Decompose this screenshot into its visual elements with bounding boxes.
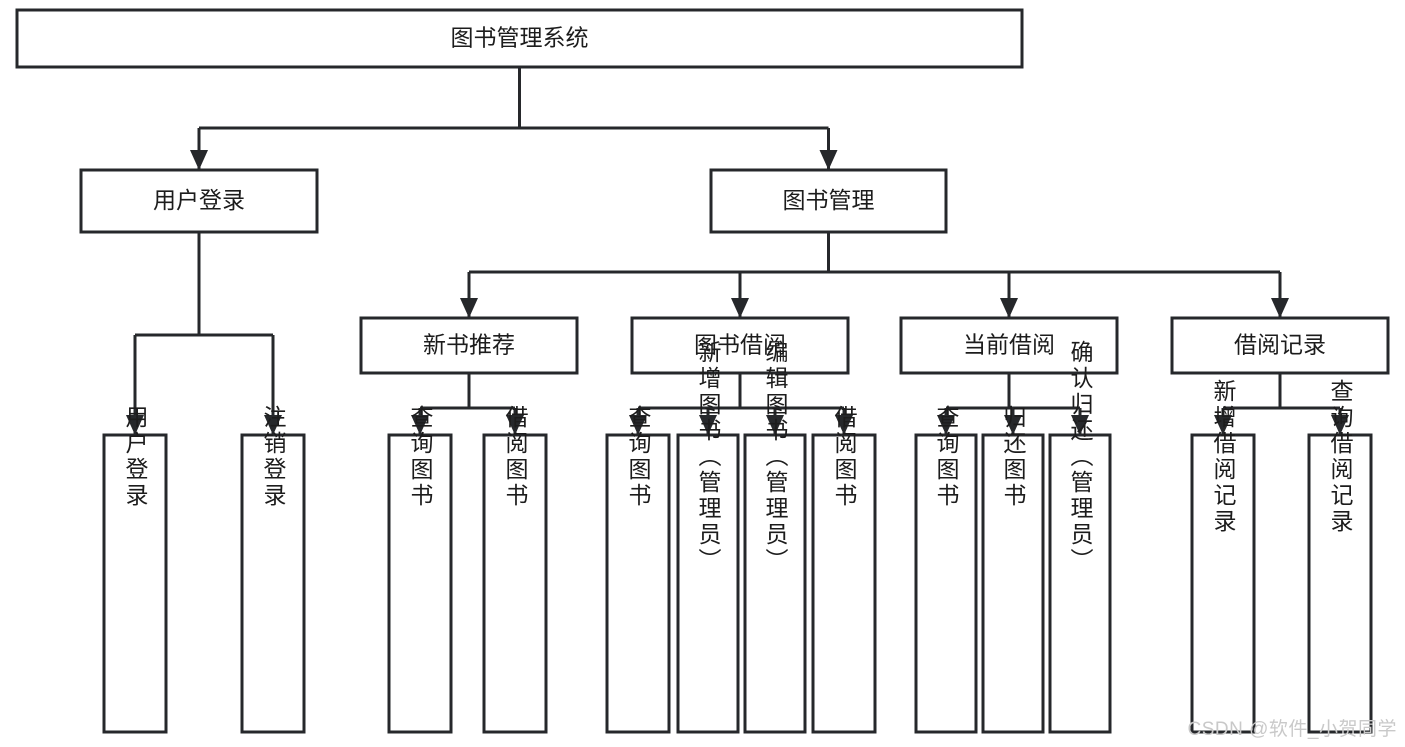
node-borrow-record[interactable]: 借阅记录 bbox=[1170, 316, 1390, 375]
node-label-current-borrow: 当前借阅 bbox=[963, 332, 1055, 358]
node-leaf-query-book-current[interactable]: 查询图书 bbox=[914, 405, 978, 734]
node-label-leaf-logout-login: 注销登录 bbox=[260, 405, 287, 509]
node-leaf-logout-login[interactable]: 注销登录 bbox=[240, 405, 306, 734]
node-box-leaf-query-book-recommend bbox=[387, 433, 453, 734]
node-root[interactable]: 图书管理系统 bbox=[15, 8, 1024, 69]
connector-lines bbox=[126, 67, 1349, 435]
node-box-leaf-return-book bbox=[981, 433, 1045, 734]
node-label-leaf-query-borrow-record: 查询借阅记录 bbox=[1327, 379, 1354, 535]
node-leaf-edit-book-admin[interactable]: 编辑图书（管理员） bbox=[743, 340, 807, 734]
node-label-borrow-record: 借阅记录 bbox=[1234, 332, 1326, 358]
node-new-book-recommend[interactable]: 新书推荐 bbox=[359, 316, 579, 375]
node-label-leaf-confirm-return-admin: 确认归还（管理员） bbox=[1067, 340, 1094, 574]
node-leaf-user-login[interactable]: 用户登录 bbox=[102, 405, 168, 734]
arrow-head-icon-leaf-add-book-admin bbox=[699, 415, 717, 435]
node-leaf-confirm-return-admin[interactable]: 确认归还（管理员） bbox=[1048, 340, 1112, 734]
node-box-leaf-edit-book-admin bbox=[743, 433, 807, 734]
arrow-head-icon-leaf-confirm-return-admin bbox=[1071, 415, 1089, 435]
node-leaf-borrow-book-recommend[interactable]: 借阅图书 bbox=[482, 405, 548, 734]
node-label-user-login: 用户登录 bbox=[153, 187, 245, 213]
node-label-leaf-add-borrow-record: 新增借阅记录 bbox=[1210, 379, 1237, 535]
arrow-head-icon-user-login bbox=[190, 150, 208, 170]
node-label-root: 图书管理系统 bbox=[451, 25, 589, 51]
node-current-borrow[interactable]: 当前借阅 bbox=[899, 316, 1119, 375]
node-box-borrow-record bbox=[1170, 316, 1390, 375]
node-leaf-return-book[interactable]: 归还图书 bbox=[981, 405, 1045, 734]
node-leaf-add-borrow-record[interactable]: 新增借阅记录 bbox=[1190, 379, 1256, 734]
node-label-leaf-user-login: 用户登录 bbox=[122, 405, 149, 509]
node-label-book-borrow: 图书借阅 bbox=[694, 332, 786, 358]
arrow-head-icon-leaf-add-borrow-record bbox=[1214, 415, 1232, 435]
node-leaf-add-book-admin[interactable]: 新增图书（管理员） bbox=[676, 340, 740, 734]
arrow-head-icon-leaf-borrow-book-recommend bbox=[506, 415, 524, 435]
node-label-leaf-edit-book-admin: 编辑图书（管理员） bbox=[762, 340, 789, 574]
node-label-leaf-query-book-recommend: 查询图书 bbox=[407, 405, 434, 509]
node-boxes: 图书管理系统用户登录图书管理新书推荐图书借阅当前借阅借阅记录用户登录注销登录查询… bbox=[15, 8, 1390, 734]
arrow-head-icon-leaf-edit-book-admin bbox=[766, 415, 784, 435]
node-label-new-book-recommend: 新书推荐 bbox=[423, 332, 515, 358]
node-leaf-query-book-borrow[interactable]: 查询图书 bbox=[605, 405, 671, 734]
node-book-management[interactable]: 图书管理 bbox=[709, 168, 948, 234]
node-box-leaf-borrow-book bbox=[811, 433, 877, 734]
node-box-leaf-logout-login bbox=[240, 433, 306, 734]
arrow-head-icon-leaf-query-book-recommend bbox=[411, 415, 429, 435]
arrow-head-icon-leaf-query-book-borrow bbox=[629, 415, 647, 435]
node-leaf-query-borrow-record[interactable]: 查询借阅记录 bbox=[1307, 379, 1373, 734]
node-label-leaf-query-book-current: 查询图书 bbox=[933, 405, 960, 509]
node-box-leaf-confirm-return-admin bbox=[1048, 433, 1112, 734]
node-box-leaf-add-borrow-record bbox=[1190, 433, 1256, 734]
node-label-leaf-query-book-borrow: 查询图书 bbox=[625, 405, 652, 509]
node-box-leaf-user-login bbox=[102, 433, 168, 734]
node-label-leaf-add-book-admin: 新增图书（管理员） bbox=[695, 340, 722, 574]
node-box-current-borrow bbox=[899, 316, 1119, 375]
node-box-leaf-add-book-admin bbox=[676, 433, 740, 734]
node-label-book-management: 图书管理 bbox=[783, 187, 875, 213]
node-label-leaf-return-book: 归还图书 bbox=[1000, 405, 1027, 509]
node-box-leaf-query-book-borrow bbox=[605, 433, 671, 734]
arrow-head-icon-leaf-borrow-book bbox=[835, 415, 853, 435]
node-box-leaf-query-book-current bbox=[914, 433, 978, 734]
node-label-leaf-borrow-book: 借阅图书 bbox=[831, 405, 858, 509]
arrow-head-icon-new-book-recommend bbox=[460, 298, 478, 318]
arrow-head-icon-leaf-query-book-current bbox=[937, 415, 955, 435]
node-box-user-login bbox=[79, 168, 319, 234]
node-box-new-book-recommend bbox=[359, 316, 579, 375]
arrow-head-icon-book-borrow bbox=[731, 298, 749, 318]
arrow-head-icon-leaf-return-book bbox=[1004, 415, 1022, 435]
arrow-head-icon-leaf-user-login bbox=[126, 415, 144, 435]
node-leaf-borrow-book[interactable]: 借阅图书 bbox=[811, 405, 877, 734]
node-label-leaf-borrow-book-recommend: 借阅图书 bbox=[502, 405, 529, 509]
node-book-borrow[interactable]: 图书借阅 bbox=[630, 316, 850, 375]
node-box-root bbox=[15, 8, 1024, 69]
arrow-head-icon-current-borrow bbox=[1000, 298, 1018, 318]
arrow-head-icon-book-management bbox=[819, 150, 838, 170]
node-box-leaf-borrow-book-recommend bbox=[482, 433, 548, 734]
node-box-leaf-query-borrow-record bbox=[1307, 433, 1373, 734]
node-user-login[interactable]: 用户登录 bbox=[79, 168, 319, 234]
csdn-watermark: CSDN @软件_小贺同学 bbox=[1187, 719, 1397, 740]
node-leaf-query-book-recommend[interactable]: 查询图书 bbox=[387, 405, 453, 734]
arrow-head-icon-borrow-record bbox=[1271, 298, 1289, 318]
node-box-book-borrow bbox=[630, 316, 850, 375]
arrow-head-icon-leaf-logout-login bbox=[264, 415, 282, 435]
arrow-head-icon-leaf-query-borrow-record bbox=[1331, 415, 1349, 435]
node-box-book-management bbox=[709, 168, 948, 234]
